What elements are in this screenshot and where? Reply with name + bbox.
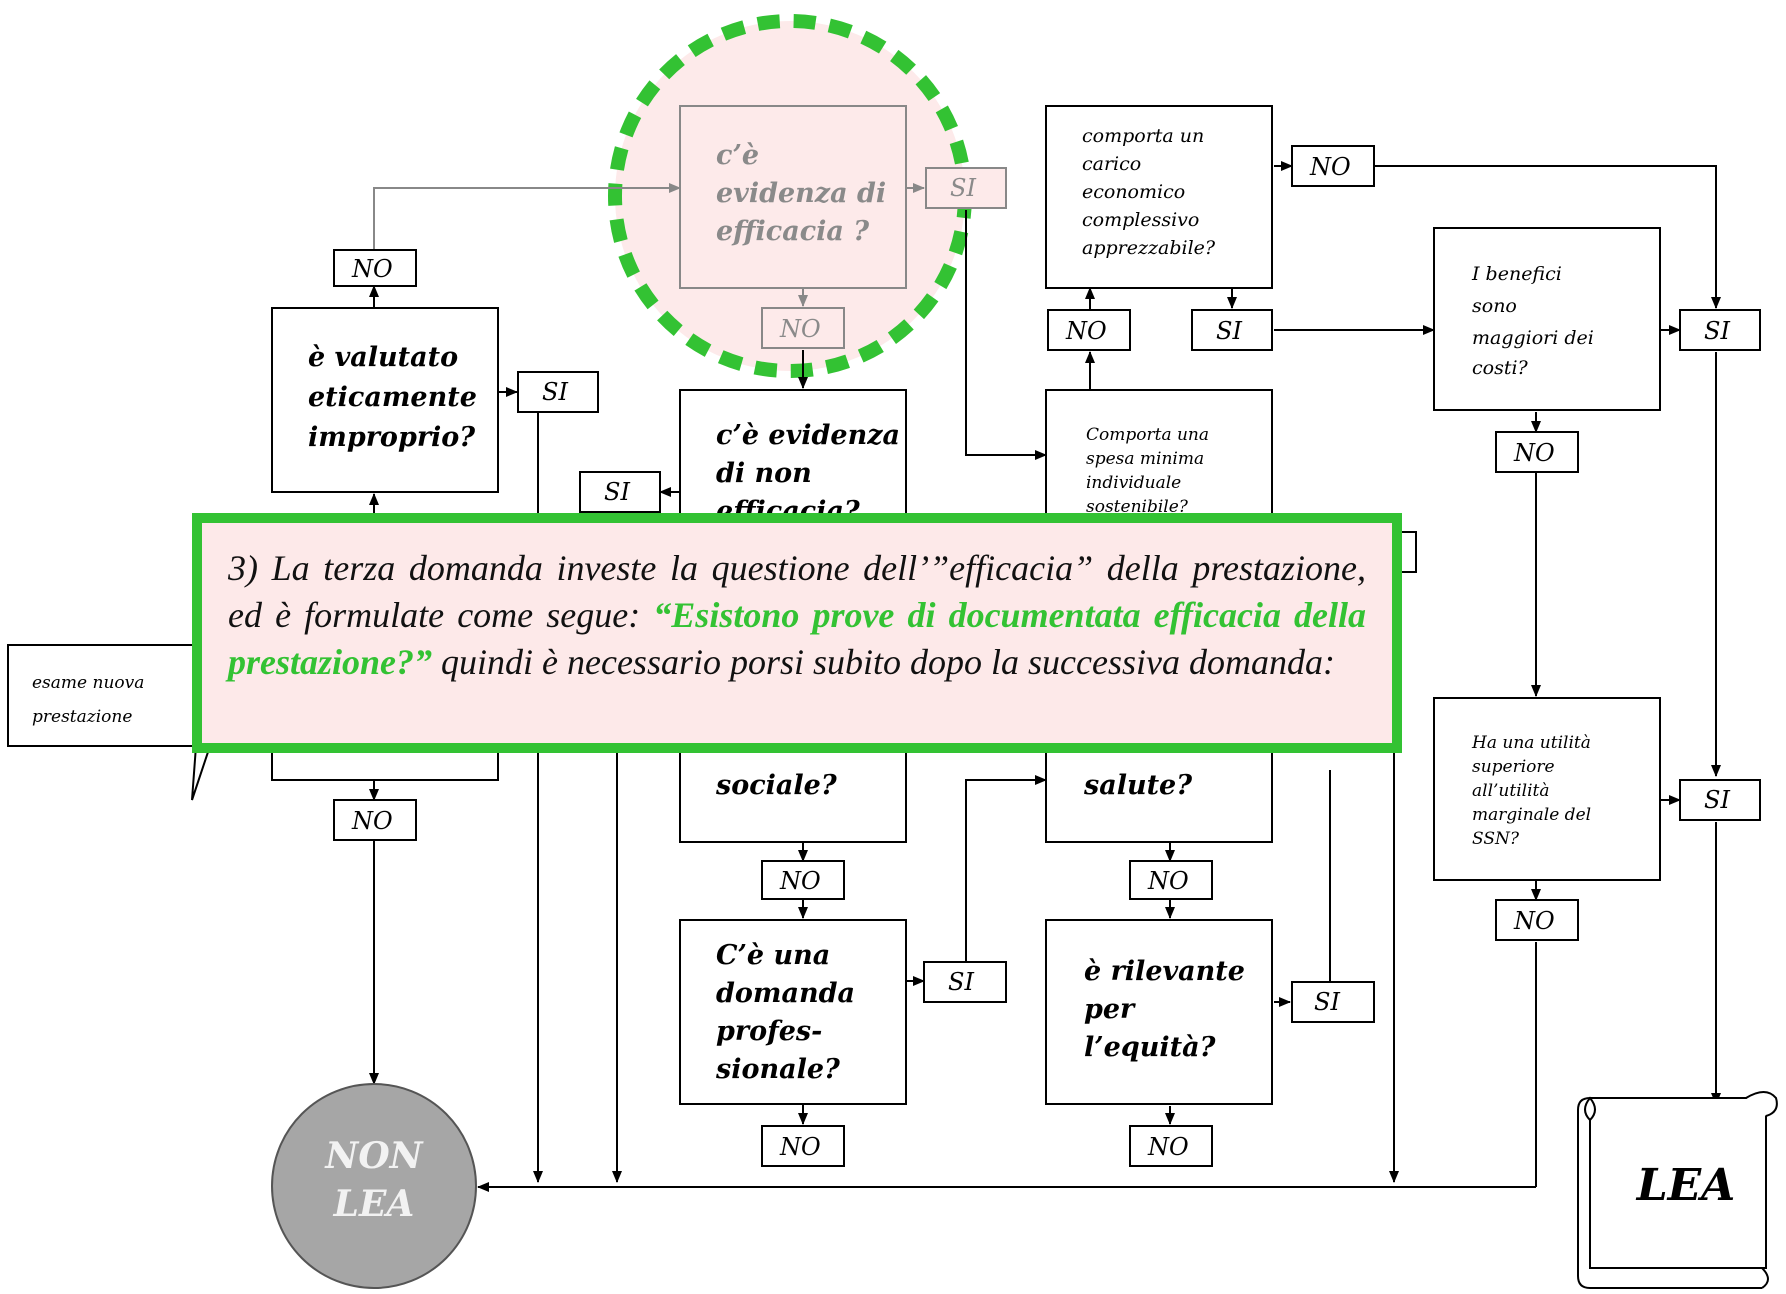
question-utilita: Ha una utilità superiore all’utilità mar… [1433,697,1661,881]
label-text: SI [950,174,976,202]
label-text: SI [1704,317,1730,345]
terminal-lea-scroll: LEA [1577,1091,1778,1289]
professionale-line-1: C’è una [716,940,830,971]
question-benefici: I benefici sono maggiori dei costi? [1433,227,1661,411]
label-text: SI [948,968,974,996]
question-efficacia: c’è evidenza di efficacia ? [679,105,907,289]
efficacia-line-3: efficacia ? [716,216,870,247]
label-no-professionale: NO [761,1125,845,1167]
efficacia-line-1: c’è [716,140,759,171]
etico-line-2: eticamente [308,382,477,413]
label-text: SI [1216,317,1242,345]
sociale-line-1: sociale? [715,770,838,801]
label-text: NO [779,1133,821,1161]
carico-line-2: carico [1082,153,1141,175]
label-no-utilita: NO [1495,899,1579,941]
label-si-professionale: SI [923,961,1007,1003]
utilita-line-4: marginale del [1472,805,1591,825]
carico-line-4: complessivo [1082,209,1199,231]
benefici-line-2: sono [1472,295,1517,317]
label-text: NO [1147,1133,1189,1161]
professionale-line-2: domanda [716,978,855,1009]
label-text: NO [779,867,821,895]
callout-highlight: “Esistono prove di documentata efficacia… [228,595,1367,682]
equita-line-3: l’equità? [1084,1032,1217,1063]
label-text: NO [351,807,393,835]
label-text: SI [1314,988,1340,1016]
question-carico: comporta un carico economico complessivo… [1045,105,1273,289]
label-no-carico-right: NO [1291,145,1375,187]
label-no-etico-lower: NO [333,799,417,841]
label-no-benefici: NO [1495,431,1579,473]
etico-line-1: è valutato [308,342,458,373]
spesa-line-1: Comporta una [1086,425,1209,445]
label-si-efficacia: SI [925,167,1007,209]
question-professionale: C’è una domanda profes- sionale? [679,919,907,1105]
equita-line-1: è rilevante [1084,956,1245,987]
utilita-line-5: SSN? [1472,829,1520,849]
efficacia-line-2: evidenza di [716,178,886,209]
label-no-equita: NO [1129,1125,1213,1167]
lea-label: LEA [1635,1160,1736,1211]
label-text: NO [1065,317,1107,345]
terminal-non-lea: NON LEA [271,1083,477,1289]
professionale-line-3: profes- [716,1016,822,1047]
utilita-line-3: all’utilità [1472,781,1549,801]
start-node: esame nuova prestazione [7,644,213,801]
label-text: NO [1309,153,1351,181]
spesa-line-4: sostenibile? [1086,497,1189,517]
label-no-carico-left: NO [1047,309,1131,351]
label-text: NO [351,255,393,283]
label-text: NO [1513,907,1555,935]
connector-lines [369,161,1721,1192]
salute-line-1: salute? [1083,770,1193,801]
label-no-sociale: NO [761,860,845,900]
label-text: SI [1704,786,1730,814]
question-equita: è rilevante per l’equità? [1045,919,1273,1105]
start-line-1: esame nuova [32,673,144,693]
non-lea-line-2: LEA [333,1183,415,1225]
callout-intro: 3) La terza domanda investe la questione… [228,548,1366,635]
label-text: NO [1513,439,1555,467]
spesa-line-3: individuale [1086,473,1181,493]
non-lea-line-1: NON [324,1135,424,1177]
label-si-benefici: SI [1679,309,1761,351]
label-si-carico: SI [1191,309,1273,351]
professionale-line-4: sionale? [715,1054,841,1085]
spesa-line-2: spesa minima [1086,449,1204,469]
question-etico: è valutato eticamente improprio? [271,307,499,493]
label-si-equita: SI [1291,981,1375,1023]
label-text: NO [779,315,821,343]
carico-line-1: comporta un [1082,125,1204,147]
carico-line-3: economico [1082,181,1185,203]
utilita-line-1: Ha una utilità [1471,733,1591,753]
label-text: SI [604,478,630,506]
utilita-line-2: superiore [1472,757,1555,777]
label-text: NO [1147,867,1189,895]
label-no-etico: NO [333,249,417,287]
benefici-line-3: maggiori dei [1472,327,1594,349]
callout-box: 3) La terza domanda investe la questione… [192,513,1402,753]
label-no-efficacia: NO [761,307,845,349]
equita-line-2: per [1084,994,1136,1025]
benefici-line-1: I benefici [1471,263,1562,285]
non-efficacia-line-1: c’è evidenza [716,420,900,451]
label-si-etico: SI [517,371,599,413]
carico-line-5: apprezzabile? [1082,237,1216,259]
label-si-utilita: SI [1679,779,1761,821]
label-si-non-efficacia: SI [579,471,661,513]
benefici-line-4: costi? [1472,357,1529,379]
label-no-salute: NO [1129,860,1213,900]
callout-outro: quindi è necessario porsi subito dopo la… [432,642,1335,682]
label-text: SI [542,378,568,406]
start-line-2: prestazione [32,707,132,727]
non-efficacia-line-2: di non [716,458,812,489]
etico-line-3: improprio? [308,422,476,453]
